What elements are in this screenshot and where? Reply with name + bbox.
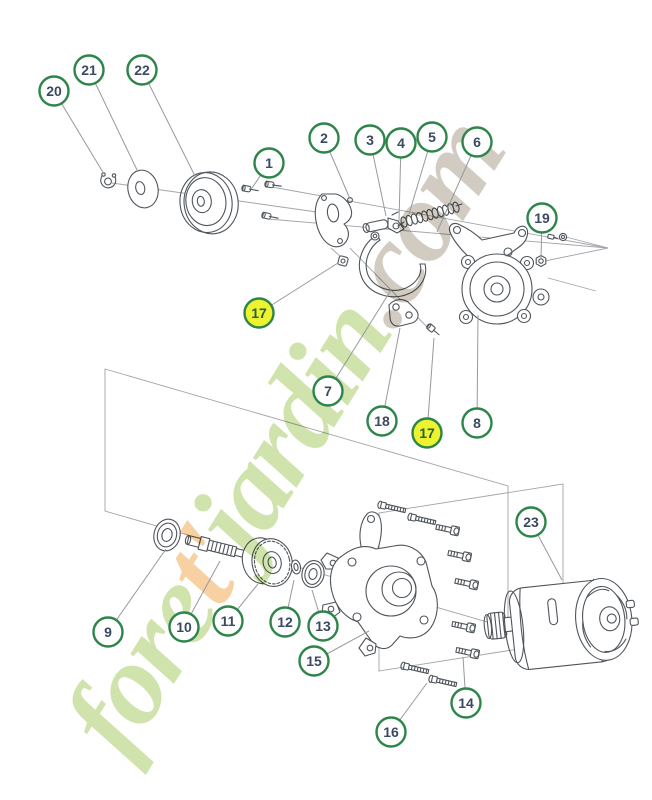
callout-number: 23 <box>523 514 539 530</box>
watermark-text: foret'jardin.com <box>38 96 528 775</box>
callout-3[interactable]: 3 <box>354 124 386 156</box>
callout-7[interactable]: 7 <box>312 375 344 407</box>
clip-part-20 <box>100 172 117 189</box>
leader-line-18 <box>381 327 401 422</box>
bracket-part-18 <box>388 299 419 327</box>
callout-13[interactable]: 13 <box>307 610 339 642</box>
callout-number: 1 <box>265 155 273 171</box>
gearbox-housing-part-15 <box>320 511 438 657</box>
callout-12[interactable]: 12 <box>269 606 301 638</box>
gear-part-11 <box>241 537 293 587</box>
callout-number: 17 <box>419 425 435 441</box>
callout-number: 8 <box>473 415 481 431</box>
callout-2[interactable]: 2 <box>308 122 340 154</box>
nut-part-17-left <box>337 255 349 267</box>
callout-15[interactable]: 15 <box>298 645 330 677</box>
callout-17-highlighted[interactable]: 17 <box>411 417 443 449</box>
lever-parts-3-4 <box>362 211 405 234</box>
callout-21[interactable]: 21 <box>73 54 105 86</box>
callout-20[interactable]: 20 <box>38 75 70 107</box>
callout-number: 15 <box>306 653 322 669</box>
screw-part-17-right <box>426 323 440 336</box>
callout-number: 4 <box>397 135 405 151</box>
callout-number: 12 <box>277 614 293 630</box>
callout-17-highlighted[interactable]: 17 <box>243 297 275 329</box>
housing-part-8 <box>448 222 550 325</box>
callout-number: 16 <box>383 724 399 740</box>
bearing-part-9 <box>153 518 181 552</box>
screws-part-1 <box>241 180 282 220</box>
callout-number: 21 <box>81 62 97 78</box>
callout-11[interactable]: 11 <box>212 605 244 637</box>
leader-line-20 <box>53 90 105 175</box>
spring-parts-5-6 <box>397 201 463 228</box>
bracket-part-2 <box>314 193 353 248</box>
washer-part-12 <box>290 559 302 575</box>
callout-16[interactable]: 16 <box>375 716 407 748</box>
bearing-part-13 <box>301 560 325 588</box>
callout-number: 17 <box>251 305 267 321</box>
callout-4[interactable]: 4 <box>385 127 417 159</box>
callout-9[interactable]: 9 <box>92 616 124 648</box>
screws-part-16 <box>377 500 458 688</box>
callout-number: 3 <box>366 132 374 148</box>
callout-number: 20 <box>46 83 62 99</box>
callout-10[interactable]: 10 <box>168 611 200 643</box>
callout-number: 11 <box>221 613 236 629</box>
callout-number: 18 <box>374 413 390 429</box>
callout-8[interactable]: 8 <box>461 407 493 439</box>
callout-number: 9 <box>104 624 112 640</box>
washer-part-21 <box>127 169 159 209</box>
leader-line-8 <box>476 314 479 424</box>
callout-number: 14 <box>458 695 474 711</box>
brake-band-part-7 <box>358 231 427 298</box>
leader-line-7 <box>327 289 392 392</box>
leader-line-9 <box>107 548 167 633</box>
motor-part-23 <box>483 577 639 670</box>
callout-number: 22 <box>134 62 150 78</box>
callout-number: 7 <box>324 383 332 399</box>
nut-part-19 <box>535 232 568 268</box>
screws-part-14 <box>435 523 481 660</box>
callout-6[interactable]: 6 <box>461 126 493 158</box>
callout-14[interactable]: 14 <box>450 687 482 719</box>
leader-line-17 <box>426 337 435 434</box>
pulley-part-22 <box>179 171 239 235</box>
callout-23[interactable]: 23 <box>515 506 547 538</box>
callout-number: 19 <box>534 210 550 226</box>
leader-line-22 <box>141 69 197 179</box>
callout-1[interactable]: 1 <box>253 147 285 179</box>
leader-line-6 <box>436 141 478 233</box>
callout-number: 13 <box>315 618 331 634</box>
callout-number: 2 <box>320 130 328 146</box>
leader-line-21 <box>88 69 139 173</box>
callout-number: 10 <box>176 619 192 635</box>
callout-number: 6 <box>473 134 481 150</box>
callout-number: 5 <box>428 129 436 145</box>
callout-22[interactable]: 22 <box>126 54 158 86</box>
callout-19[interactable]: 19 <box>526 202 558 234</box>
callout-18[interactable]: 18 <box>366 405 398 437</box>
callout-5[interactable]: 5 <box>416 121 448 153</box>
